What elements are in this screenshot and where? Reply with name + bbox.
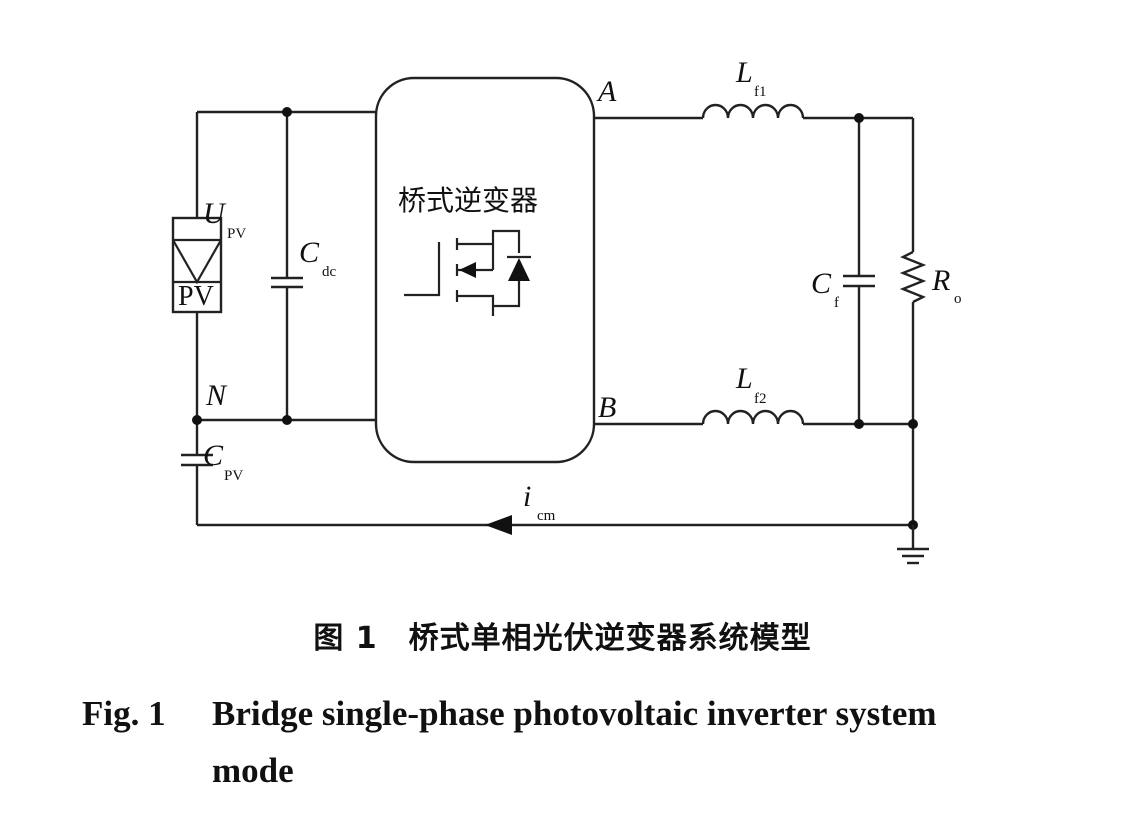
- junction-dot: [282, 415, 292, 425]
- caption-chinese: 图 1 桥式单相光伏逆变器系统模型: [0, 613, 1125, 657]
- icm-arrow-icon: [485, 515, 512, 535]
- inductor-lf1: [701, 103, 805, 119]
- lf2-label: L: [735, 362, 753, 395]
- caption-en-line1: Fig. 1 Bridge single-phase photovoltaic i…: [82, 685, 1072, 742]
- caption-english: Fig. 1 Bridge single-phase photovoltaic i…: [82, 685, 1072, 799]
- junction-dot: [282, 107, 292, 117]
- cdc-label: C: [299, 236, 320, 269]
- circuit-diagram: PV U PV C dc N C PV i cm 桥式逆变器 A: [171, 56, 962, 565]
- upv-subscript: PV: [227, 226, 246, 242]
- pv-module-label: PV: [178, 281, 214, 312]
- caption-cn-prefix: 图 1: [313, 621, 378, 656]
- ground-icon: [897, 525, 929, 565]
- junction-dot: [192, 415, 202, 425]
- inductor-lf2: [701, 409, 805, 425]
- node-a-label: A: [596, 75, 617, 108]
- caption-en-line2: mode: [82, 742, 1072, 799]
- inverter-title: 桥式逆变器: [398, 184, 538, 217]
- node-b-label: B: [598, 391, 616, 424]
- junction-dot: [854, 419, 864, 429]
- lf2-subscript: f2: [754, 391, 767, 407]
- caption-en-title-line2: mode: [212, 751, 294, 790]
- lf1-subscript: f1: [754, 84, 767, 100]
- inverter-block: [374, 76, 596, 464]
- ro-subscript: o: [954, 291, 962, 307]
- caption-cn-title: 桥式单相光伏逆变器系统模型: [408, 621, 812, 656]
- cf-subscript: f: [834, 295, 839, 311]
- icm-label: i: [523, 480, 531, 513]
- cdc-subscript: dc: [322, 264, 337, 280]
- node-n-label: N: [205, 379, 228, 412]
- lf1-label: L: [735, 56, 753, 89]
- caption-en-prefix: Fig. 1: [82, 694, 166, 733]
- pv-module: PV: [171, 216, 223, 314]
- cpv-label: C: [203, 439, 224, 472]
- resistor-ro: [899, 250, 927, 304]
- ro-label: R: [931, 264, 950, 297]
- caption-en-title-line1: Bridge single-phase photovoltaic inverte…: [212, 694, 937, 733]
- junction-dot: [854, 113, 864, 123]
- cpv-subscript: PV: [224, 468, 243, 484]
- icm-subscript: cm: [537, 508, 556, 524]
- mosfet-icon: [404, 229, 531, 316]
- junction-dot: [908, 419, 918, 429]
- cf-label: C: [811, 267, 832, 300]
- upv-label: U: [203, 197, 227, 230]
